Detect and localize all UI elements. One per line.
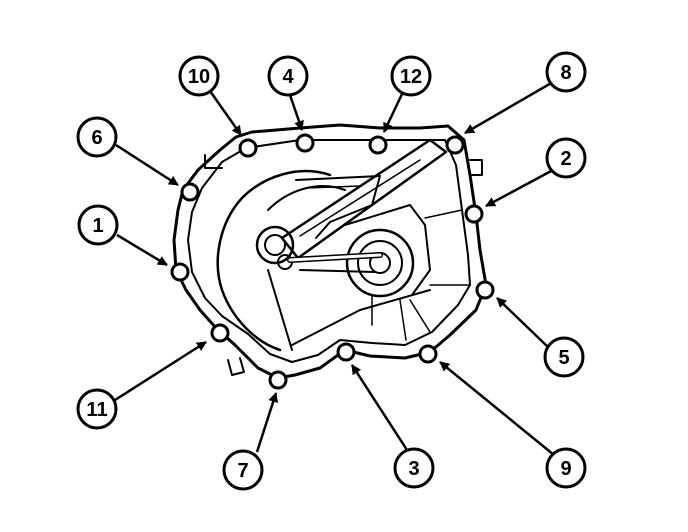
callout-5-label: 5 [558, 347, 569, 369]
callouts: 10 4 12 8 6 2 1 5 [76, 51, 587, 491]
bolt-6 [180, 182, 200, 202]
callout-1: 1 [77, 204, 119, 246]
callout-10-label: 10 [188, 66, 210, 88]
bolt-10 [238, 138, 258, 158]
leader-10 [208, 90, 243, 136]
housing-cover-outline [172, 123, 488, 380]
callout-7: 7 [222, 449, 264, 491]
leader-7 [255, 392, 279, 453]
bolt-8 [445, 135, 465, 155]
bolt-12 [368, 135, 388, 155]
leader-8 [464, 80, 554, 135]
leader-1 [116, 233, 168, 267]
callout-9: 9 [545, 447, 587, 489]
callout-6-label: 6 [91, 127, 102, 149]
callout-3: 3 [393, 447, 435, 489]
callout-8: 8 [545, 51, 587, 93]
callout-10: 10 [178, 55, 220, 97]
bolt-2 [464, 204, 484, 224]
bolt-holes [170, 133, 495, 390]
leader-11 [114, 340, 207, 402]
callout-2: 2 [545, 137, 587, 179]
leader-6 [115, 143, 179, 187]
leader-3 [350, 364, 409, 451]
callout-2-label: 2 [560, 148, 571, 170]
leader-4 [288, 94, 304, 131]
callout-4: 4 [267, 55, 309, 97]
callout-7-label: 7 [237, 460, 248, 482]
leader-5 [496, 297, 549, 348]
callout-11-label: 11 [86, 399, 107, 421]
bolt-5 [475, 280, 495, 300]
callout-4-label: 4 [282, 66, 294, 88]
callout-5: 5 [543, 336, 585, 378]
leader-lines [114, 80, 555, 456]
bolt-7 [268, 370, 288, 390]
bolt-11 [210, 323, 230, 343]
callout-3-label: 3 [408, 458, 419, 480]
callout-11: 11 [76, 388, 118, 430]
bolt-4 [295, 133, 315, 153]
bolt-1 [170, 262, 190, 282]
callout-12: 12 [390, 55, 432, 97]
bolt-3 [336, 342, 356, 362]
bolt-9 [418, 344, 438, 364]
callout-9-label: 9 [560, 458, 571, 480]
callout-6: 6 [76, 116, 118, 158]
leader-9 [439, 361, 555, 456]
callout-1-label: 1 [92, 215, 103, 237]
callout-8-label: 8 [560, 62, 571, 84]
leader-12 [382, 93, 404, 133]
leader-2 [485, 168, 554, 208]
callout-12-label: 12 [400, 66, 422, 88]
